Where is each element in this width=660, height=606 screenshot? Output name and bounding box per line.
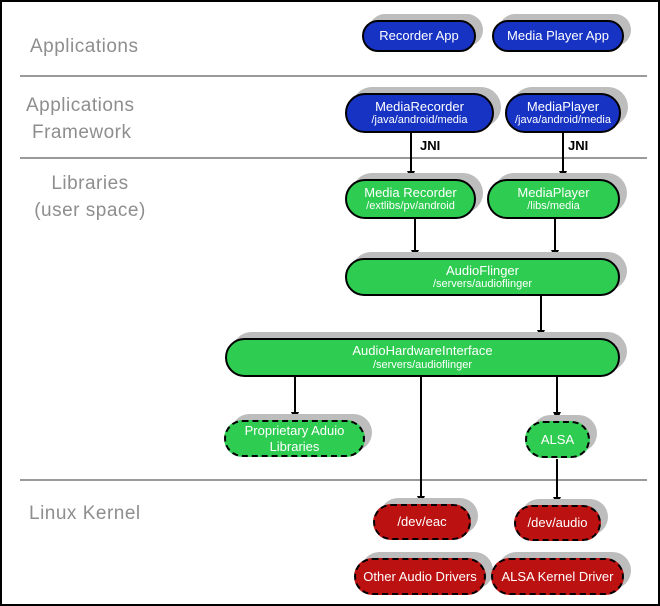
section-label-framework: Applications Framework — [26, 92, 134, 146]
arrowhead-down-icon — [551, 250, 559, 258]
node-path: /libs/media — [527, 200, 580, 213]
arrowhead-down-icon — [411, 250, 419, 258]
connector-playerlib-audioflinger — [554, 219, 556, 250]
section-label-kernel: Linux Kernel — [29, 500, 141, 527]
node-media-player-app: Media Player App — [492, 20, 624, 52]
node-mediaplayer-lib: MediaPlayer /libs/media — [487, 179, 620, 219]
node-title: AudioFlinger — [446, 262, 519, 278]
arrowhead-down-icon — [291, 412, 299, 420]
jni-label: JNI — [420, 138, 441, 153]
separator-applications — [20, 75, 647, 77]
arrowhead-down-icon — [553, 412, 561, 420]
connector-jni-recorder — [410, 132, 412, 171]
node-title: MediaPlayer — [517, 184, 590, 200]
section-label-text: Linux Kernel — [29, 503, 141, 524]
connector-recorderlib-audioflinger — [414, 219, 416, 250]
section-label-libraries: Libraries (user space) — [20, 170, 160, 224]
node-title: Proprietary Aduio — [244, 423, 345, 439]
node-mediarecorder-framework: MediaRecorder /java/android/media — [345, 93, 494, 133]
section-label-text: Applications — [30, 36, 139, 57]
node-title: MediaRecorder — [375, 98, 464, 114]
node-title: /dev/eac — [397, 514, 447, 530]
node-title: Media Player App — [507, 28, 609, 44]
section-label-text: Libraries — [51, 173, 129, 194]
section-label-text: (user space) — [34, 200, 146, 221]
connector-ahi-deveac — [420, 377, 422, 496]
arrowhead-down-icon — [407, 171, 415, 179]
node-title: MediaPlayer — [526, 98, 600, 114]
connector-jni-player — [562, 132, 564, 171]
node-proprietary-audio-libraries: Proprietary Aduio Libraries — [224, 420, 365, 457]
node-path: /extlibs/pv/android — [366, 200, 455, 213]
connector-ahi-alsa — [556, 377, 558, 412]
connector-ahi-proprietary — [294, 377, 296, 412]
node-title: Other Audio Drivers — [363, 568, 477, 584]
section-label-applications: Applications — [30, 33, 138, 60]
node-path: /java/android/media — [371, 114, 468, 127]
section-label-text: Applications — [26, 95, 135, 116]
node-audiohardwareinterface: AudioHardwareInterface /servers/audiofli… — [225, 338, 620, 377]
node-path: /servers/audioflinger — [372, 358, 473, 371]
node-media-recorder-lib: Media Recorder /extlibs/pv/android — [345, 179, 476, 219]
node-title: ALSA Kernel Driver — [501, 568, 614, 584]
node-recorder-app: Recorder App — [362, 20, 476, 52]
separator-framework — [20, 157, 647, 159]
node-title: Libraries — [269, 438, 320, 454]
node-title: Recorder App — [379, 28, 459, 44]
node-dev-eac: /dev/eac — [373, 504, 471, 540]
node-title: Media Recorder — [364, 184, 457, 200]
connector-alsa-devaudio — [556, 459, 558, 497]
section-label-text: Framework — [32, 122, 132, 143]
node-title: /dev/audio — [527, 515, 588, 531]
node-path: /servers/audioflinger — [432, 278, 533, 291]
node-alsa: ALSA — [525, 421, 590, 458]
node-audioflinger: AudioFlinger /servers/audioflinger — [345, 258, 620, 296]
jni-label: JNI — [568, 138, 589, 153]
arrowhead-down-icon — [537, 330, 545, 338]
node-alsa-kernel-driver: ALSA Kernel Driver — [491, 558, 624, 595]
node-mediaplayer-framework: MediaPlayer /java/android/media — [505, 93, 621, 133]
node-dev-audio: /dev/audio — [514, 505, 601, 541]
arrowhead-down-icon — [553, 497, 561, 505]
connector-audioflinger-ahi — [540, 296, 542, 330]
node-title: AudioHardwareInterface — [352, 343, 493, 359]
node-path: /java/android/media — [514, 114, 611, 127]
node-other-audio-drivers: Other Audio Drivers — [354, 558, 486, 595]
arrowhead-down-icon — [559, 171, 567, 179]
separator-kernel — [20, 479, 647, 481]
arrowhead-down-icon — [417, 496, 425, 504]
node-title: ALSA — [540, 431, 575, 447]
